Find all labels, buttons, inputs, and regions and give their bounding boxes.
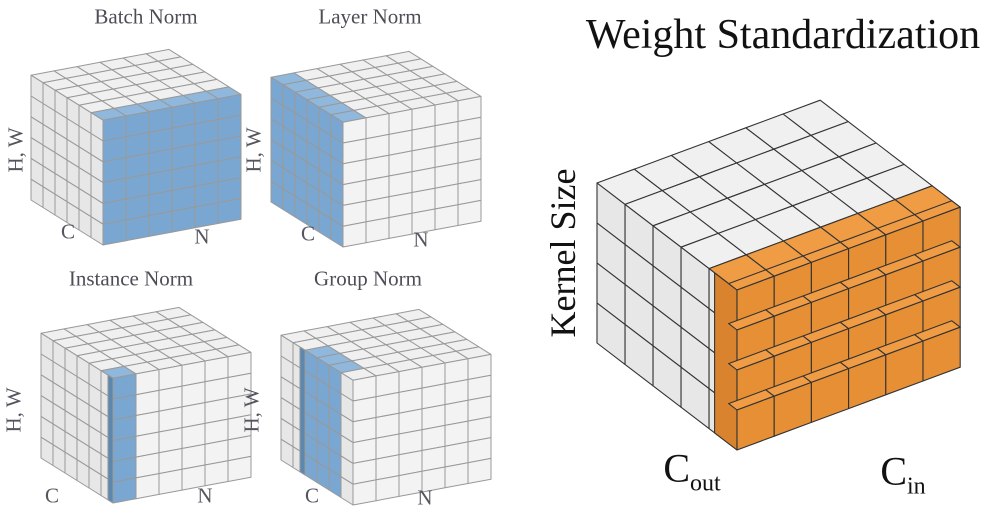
ln-axis-n: N [413, 227, 429, 252]
ws-axis-cout-sub: out [690, 470, 721, 497]
batch-norm-cube [30, 48, 242, 246]
ws-axis-cin-sub: in [907, 473, 926, 500]
ln-axis-hw: H, W [241, 127, 266, 173]
gn-axis-n: N [417, 485, 433, 510]
ws-axis-cin: Cin [880, 448, 925, 499]
ws-axis-cout: Cout [663, 445, 720, 496]
ws-axis-kernel-size: Kernel Size [543, 168, 583, 338]
bn-axis-n: N [194, 224, 210, 249]
batch-norm-title: Batch Norm [94, 4, 198, 29]
in-axis-n: N [197, 483, 213, 508]
weight-standardization-title: Weight Standardization [585, 12, 981, 58]
ws-axis-cin-base: C [880, 448, 908, 494]
layer-norm-title: Layer Norm [318, 4, 422, 29]
gn-axis-hw: H, W [239, 387, 264, 433]
gn-axis-c: C [304, 483, 320, 508]
bn-axis-c: C [60, 219, 76, 244]
ln-axis-c: C [300, 221, 316, 246]
ws-axis-cout-base: C [663, 445, 691, 491]
bn-axis-hw: H, W [3, 127, 28, 173]
group-norm-cube [280, 308, 492, 506]
in-axis-c: C [44, 483, 60, 508]
instance-norm-cube [40, 306, 252, 504]
weight-standardization-cube [596, 99, 961, 451]
group-norm-title: Group Norm [314, 266, 422, 291]
in-axis-hw: H, W [1, 387, 26, 433]
layer-norm-cube [270, 50, 482, 248]
instance-norm-title: Instance Norm [68, 266, 194, 291]
